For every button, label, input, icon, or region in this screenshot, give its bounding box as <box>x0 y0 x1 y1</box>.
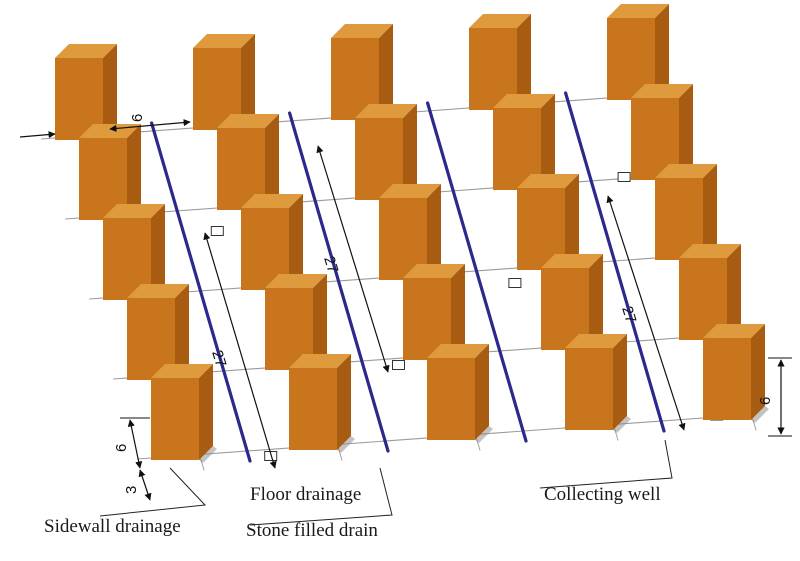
pillar-top <box>379 184 441 198</box>
label-stone-filled-drain: Stone filled drain <box>246 520 378 541</box>
pillar-shadow <box>751 406 769 423</box>
pillar-top <box>103 204 165 218</box>
pillar-front <box>703 338 751 420</box>
collecting-well-marker <box>508 278 522 288</box>
pillar-top <box>127 284 189 298</box>
pillar-side <box>379 24 393 120</box>
pillar-top <box>607 4 669 18</box>
collecting-well-marker <box>617 172 631 182</box>
pillar <box>631 84 697 183</box>
callout-leaders <box>99 439 673 526</box>
pillar-side <box>427 184 441 280</box>
pillar-side <box>541 94 555 190</box>
pillar-side <box>175 284 189 380</box>
pillar-side <box>679 84 693 180</box>
pillar-side <box>265 114 279 210</box>
pillar-top <box>493 94 555 108</box>
pillar-side <box>127 124 141 220</box>
pillar-side <box>199 364 213 460</box>
pillar-side <box>337 354 351 450</box>
pillar-top <box>703 324 765 338</box>
dimension-drain-length-left: 27 <box>203 232 277 469</box>
pillar-side <box>613 334 627 430</box>
pillar-top <box>355 104 417 118</box>
pillar-top <box>403 264 465 278</box>
pillar-side <box>565 174 579 270</box>
pillar-height-right-label: 6 <box>757 397 774 405</box>
pillar-width-left-label: 3 <box>123 486 140 494</box>
pillar-top <box>517 174 579 188</box>
pillar-top <box>55 44 117 58</box>
pillar-front <box>151 378 199 460</box>
pillar <box>565 334 631 433</box>
pillar-side <box>451 264 465 360</box>
pillar-top <box>679 244 741 258</box>
top-spacing-label: 6 <box>129 114 146 122</box>
pillar-top <box>631 84 693 98</box>
label-floor-drainage: Floor drainage <box>250 484 361 505</box>
pillar-side <box>475 344 489 440</box>
pillar <box>193 34 259 133</box>
pillar-side <box>751 324 765 420</box>
drain-length-middle-label: 27 <box>320 254 341 275</box>
pillar-shadow <box>475 426 493 443</box>
pillar-side <box>103 44 117 140</box>
dimension-drain-length-right: 27 <box>606 195 686 431</box>
drain-length-right-label: 27 <box>618 304 639 325</box>
dimension-drain-length-middle: 27 <box>316 145 390 373</box>
pillar-side <box>589 254 603 350</box>
stone-filled-drain-line <box>426 101 528 443</box>
pillar-array <box>55 4 769 463</box>
pillar-top <box>265 274 327 288</box>
pillar-front <box>289 368 337 450</box>
collecting-well-marker <box>210 226 224 236</box>
pillar-top <box>541 254 603 268</box>
pillar <box>703 324 769 423</box>
pillar-shadow <box>337 436 355 453</box>
pillar-side <box>727 244 741 340</box>
pillar-side <box>403 104 417 200</box>
drain-length-left-label: 27 <box>208 348 229 369</box>
pillar-side <box>289 194 303 290</box>
collecting-well-marker <box>392 360 405 370</box>
label-collecting-well: Collecting well <box>544 484 661 505</box>
pillar-top <box>427 344 489 358</box>
label-sidewall-drainage: Sidewall drainage <box>44 516 181 537</box>
pillar-front <box>565 348 613 430</box>
pillar <box>289 354 355 453</box>
pillar-depth-left-label: 6 <box>113 444 130 452</box>
dimension-top-spacing: 6 <box>19 114 191 139</box>
pillar <box>427 344 493 443</box>
pillar <box>151 364 217 463</box>
pillar-top <box>241 194 303 208</box>
pillar-side <box>655 4 669 100</box>
pillar-top <box>217 114 279 128</box>
pillar-top <box>469 14 531 28</box>
pillar-side <box>241 34 255 130</box>
pillar-side <box>151 204 165 300</box>
pillar-side <box>703 164 717 260</box>
pillar-top <box>331 24 393 38</box>
pillar-side <box>517 14 531 110</box>
dimension-pillar-left: 6 3 <box>113 417 152 501</box>
pillar-front <box>427 358 475 440</box>
pillar-top <box>151 364 213 378</box>
pillar-top <box>193 34 255 48</box>
pillar-top <box>655 164 717 178</box>
dimension-pillar-height-right: 6 <box>757 357 792 437</box>
